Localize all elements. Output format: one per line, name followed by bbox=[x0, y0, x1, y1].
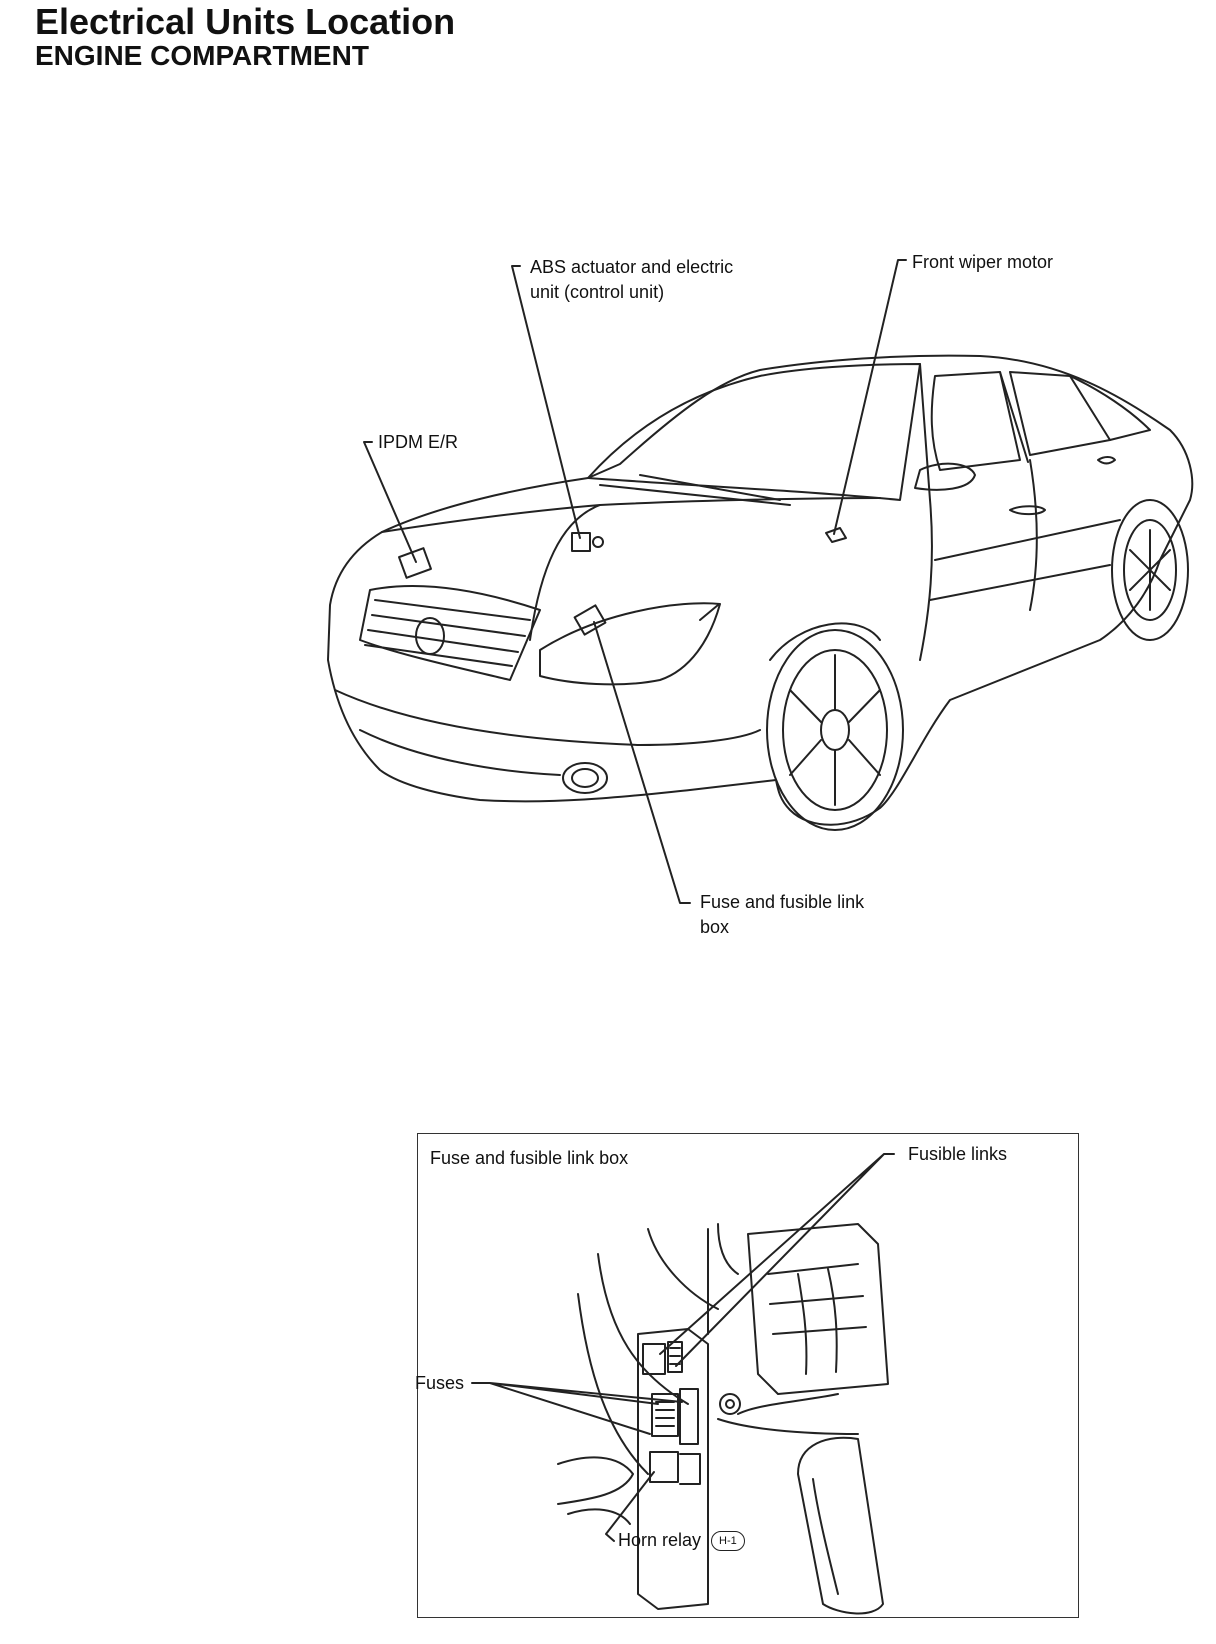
front-side-window bbox=[930, 371, 1021, 471]
windshield bbox=[587, 363, 921, 501]
horn-relay-leader-line bbox=[605, 1471, 655, 1542]
fuse-block-2 bbox=[679, 1388, 699, 1445]
wiper-motor-marker bbox=[825, 527, 847, 543]
fusible-links-label: Fusible links bbox=[908, 1144, 1008, 1164]
front-wheel bbox=[766, 629, 904, 831]
hose bbox=[557, 1456, 634, 1525]
horn-relay-label: Horn relay H-1 bbox=[618, 1528, 745, 1553]
front-wiper-motor-label: Front wiper motor bbox=[912, 252, 1054, 272]
headlight bbox=[539, 602, 721, 686]
fuse-box-detail-panel: Fuse and fusible link box Fusi bbox=[415, 1133, 1079, 1618]
page-subtitle: ENGINE COMPARTMENT bbox=[35, 40, 369, 71]
detail-panel-title: Fuse and fusible link box bbox=[430, 1148, 629, 1168]
grille bbox=[359, 585, 541, 681]
mounting-bolt bbox=[719, 1393, 741, 1415]
abs-actuator-label-line1: ABS actuator and electric bbox=[530, 257, 734, 277]
fusible-links-leader-lines bbox=[659, 1153, 895, 1367]
fusible-link-block bbox=[642, 1343, 666, 1375]
fuses-leader-lines bbox=[471, 1382, 683, 1435]
ipdm-leader-line bbox=[363, 441, 417, 563]
page-title: Electrical Units Location bbox=[35, 1, 456, 42]
fuse-box-detail-illustration bbox=[471, 1153, 895, 1615]
engine-cover bbox=[747, 1223, 889, 1395]
abs-leader-line bbox=[511, 265, 581, 539]
fuse-box-leader-line bbox=[593, 621, 691, 904]
fuses-label: Fuses bbox=[415, 1373, 465, 1393]
fog-light bbox=[562, 762, 608, 794]
fuse-box-label-line1: Fuse and fusible link bbox=[700, 892, 865, 912]
abs-actuator-label-line2: unit (control unit) bbox=[530, 282, 665, 302]
car-body-outline bbox=[327, 354, 1194, 826]
rear-wheel bbox=[1111, 499, 1189, 641]
abs-actuator-label: ABS actuator and electric unit (control … bbox=[530, 255, 733, 305]
wiper-leader-line bbox=[833, 259, 907, 535]
abs-actuator-marker bbox=[571, 532, 591, 552]
horn-relay-block bbox=[649, 1451, 679, 1483]
side-mirror bbox=[914, 462, 976, 491]
ipdm-er-label: IPDM E/R bbox=[378, 432, 459, 452]
fuse-block-1 bbox=[651, 1393, 679, 1437]
fuse-box-label-line2: box bbox=[700, 917, 730, 937]
battery-cover bbox=[797, 1436, 884, 1615]
car-illustration bbox=[327, 259, 1194, 904]
fuse-box-label: Fuse and fusible link box bbox=[700, 890, 864, 940]
wiper-blade bbox=[599, 474, 791, 506]
horn-relay-text: Horn relay bbox=[618, 1530, 702, 1550]
horn-relay-connector-badge: H-1 bbox=[711, 1531, 745, 1552]
ipdm-marker bbox=[398, 547, 432, 579]
